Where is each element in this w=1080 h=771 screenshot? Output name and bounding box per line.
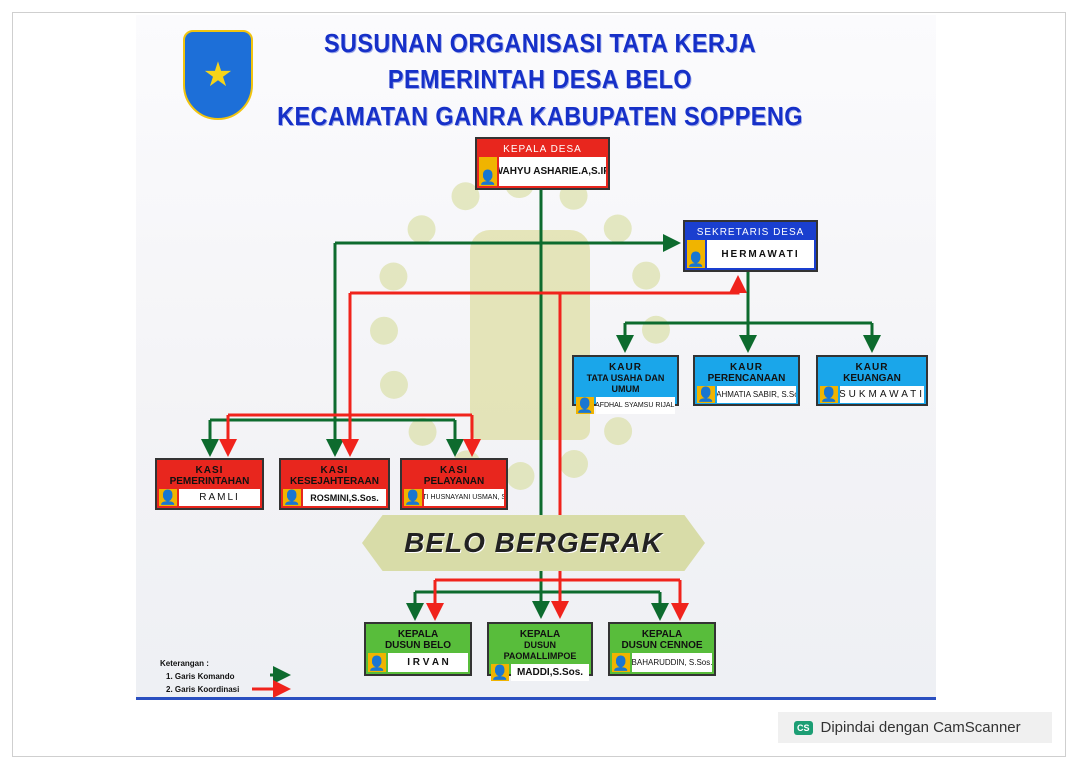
person-photo-icon: 👤: [820, 386, 838, 403]
person-photo-icon: 👤: [576, 397, 594, 414]
position-unit: TATA USAHA DAN UMUM: [586, 373, 665, 394]
person-name: MADDI,S.Sos.: [511, 664, 589, 681]
legend-heading: Keterangan :: [160, 659, 209, 668]
person-photo-icon: 👤: [479, 157, 497, 186]
command-lines: [201, 190, 881, 621]
person-name: SITTI HUSNAYANI USMAN, S.Pd: [424, 489, 504, 506]
position-title: KAUR: [730, 362, 763, 373]
person-name: MUHAFDHAL SYAMSU RIJAL, S.H.: [596, 397, 675, 414]
emblem-fist: [470, 230, 590, 440]
title-line-2: PEMERINTAH DESA BELO: [387, 64, 693, 94]
legend-command: 1. Garis Komando: [166, 672, 235, 681]
camscanner-icon: CS: [794, 720, 813, 735]
position-unit: KEUANGAN: [843, 373, 901, 384]
position-title: KEPALA: [519, 629, 561, 640]
page-frame: [12, 12, 1066, 757]
person-name: WAHYU ASHARIE.A,S.IP.: [499, 157, 606, 186]
person-photo-icon: 👤: [368, 653, 386, 672]
motto-banner: BELO BERGERAK: [362, 515, 705, 571]
position-unit: DUSUN BELO: [384, 640, 452, 651]
person-name: I R V A N: [388, 653, 468, 672]
kepala-desa-box: KEPALA DESA 👤WAHYU ASHARIE.A,S.IP.: [475, 137, 610, 190]
position-title: KASI: [320, 465, 349, 476]
position-unit: PELAYANAN: [423, 476, 485, 487]
person-photo-icon: 👤: [404, 489, 422, 506]
position-title: KASI: [195, 465, 224, 476]
position-unit: PERENCANAAN: [707, 373, 786, 384]
person-name: BAHARUDDIN, S.Sos.: [632, 653, 712, 672]
person-photo-icon: 👤: [491, 664, 509, 681]
position-title: KAUR: [855, 362, 889, 373]
position-unit: DUSUN CENNOE: [621, 640, 703, 651]
person-name: RAHMATIA SABIR, S.Sos: [717, 386, 796, 403]
position-unit: KESEJAHTERAAN: [290, 476, 379, 487]
position-unit: DUSUN PAOMALLIMPOE: [503, 640, 577, 661]
position-title: KEPALA: [397, 629, 439, 640]
camscanner-watermark: CS Dipindai dengan CamScanner: [778, 712, 1052, 743]
person-name: RAMLI: [179, 489, 260, 506]
legend-coordination: 2. Garis Koordinasi: [166, 685, 240, 694]
person-photo-icon: 👤: [687, 240, 705, 268]
sekretaris-desa-box: SEKRETARIS DESA 👤HERMAWATI: [683, 220, 818, 272]
soppeng-regency-logo: ★: [183, 30, 253, 120]
person-photo-icon: 👤: [612, 653, 630, 672]
position-title: SEKRETARIS DESA: [696, 227, 805, 238]
watermark-text: Dipindai dengan CamScanner: [820, 719, 1021, 736]
person-photo-icon: 👤: [159, 489, 177, 506]
legend: Keterangan : 1. Garis Komando 2. Garis K…: [160, 657, 239, 696]
position-unit: PEMERINTAHAN: [169, 476, 250, 487]
title-line-3: KECAMATAN GANRA KABUPATEN SOPPENG: [277, 101, 803, 131]
title-line-1: SUSUNAN ORGANISASI TATA KERJA: [323, 28, 757, 58]
position-title: KEPALA DESA: [503, 144, 582, 155]
position-title: KAUR: [609, 362, 642, 373]
person-name: ROSMINI,S.Sos.: [303, 489, 386, 506]
person-photo-icon: 👤: [697, 386, 715, 403]
position-title: KEPALA: [641, 629, 683, 640]
person-name: HERMAWATI: [707, 240, 814, 268]
person-photo-icon: 👤: [283, 489, 301, 506]
person-name: SUKMAWATI: [840, 386, 924, 403]
position-title: KASI: [440, 465, 468, 476]
motto-text: BELO BERGERAK: [404, 527, 663, 558]
